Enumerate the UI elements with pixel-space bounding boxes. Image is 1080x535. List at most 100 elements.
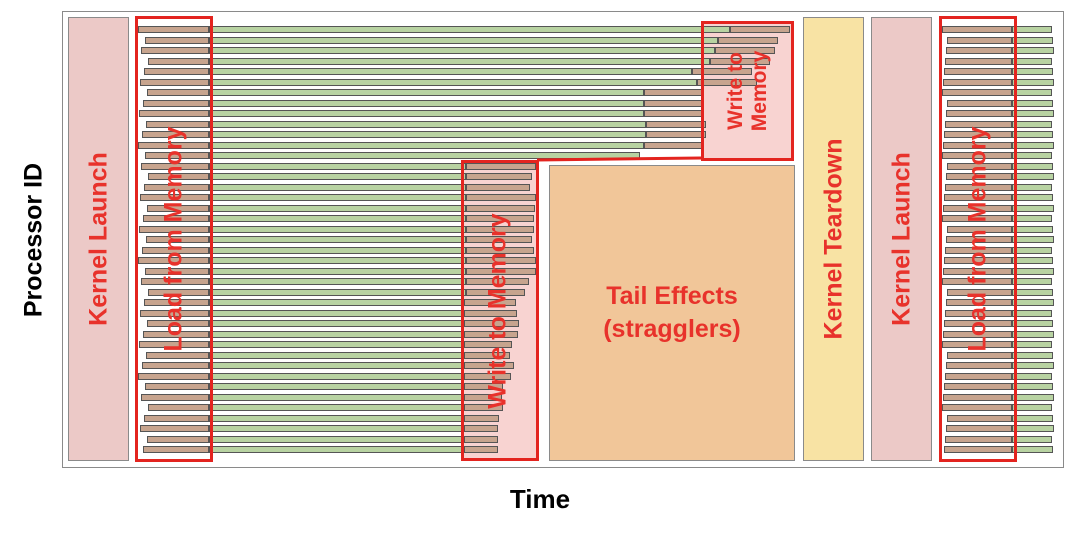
- compute-bar-2: [1012, 184, 1052, 191]
- compute-bar: [209, 89, 644, 96]
- memory-write-bar: [466, 173, 532, 180]
- compute-bar: [209, 100, 644, 107]
- compute-bar: [209, 205, 466, 212]
- memory-load-bar-2: [945, 247, 1012, 254]
- memory-load-bar-2: [945, 310, 1012, 317]
- memory-load-bar-2: [946, 362, 1012, 369]
- memory-load-bar: [146, 121, 209, 128]
- compute-bar-2: [1012, 425, 1054, 432]
- memory-load-bar-2: [946, 173, 1012, 180]
- memory-write-bar: [464, 331, 518, 338]
- compute-bar: [209, 142, 644, 149]
- memory-write-bar: [464, 352, 510, 359]
- compute-bar-2: [1012, 362, 1054, 369]
- memory-load-bar-2: [943, 394, 1012, 401]
- memory-load-bar-2: [947, 289, 1012, 296]
- write-to-memory-upper-bg: [702, 22, 792, 158]
- compute-bar: [209, 184, 466, 191]
- memory-load-bar-2: [944, 68, 1012, 75]
- memory-load-bar: [147, 320, 209, 327]
- compute-bar-2: [1012, 320, 1053, 327]
- compute-bar-2: [1012, 257, 1053, 264]
- memory-write-bar: [466, 278, 529, 285]
- compute-bar: [209, 247, 466, 254]
- compute-bar-2: [1012, 352, 1053, 359]
- memory-load-bar: [143, 331, 209, 338]
- memory-write-bar: [718, 37, 778, 44]
- memory-load-bar-2: [947, 37, 1012, 44]
- compute-bar: [209, 173, 466, 180]
- compute-bar-2: [1012, 79, 1054, 86]
- memory-load-bar: [142, 131, 209, 138]
- memory-write-bar: [692, 68, 752, 75]
- memory-load-bar-2: [945, 184, 1012, 191]
- memory-write-bar: [466, 289, 525, 296]
- memory-load-bar: [139, 226, 209, 233]
- compute-bar-2: [1012, 394, 1054, 401]
- memory-load-bar: [145, 152, 209, 159]
- write-to-memory-box-lower: Write to Memory: [461, 160, 539, 461]
- write-to-memory-box-upper: Write to Memory: [701, 21, 794, 161]
- compute-bar-2: [1012, 436, 1052, 443]
- memory-load-bar-2: [946, 425, 1012, 432]
- memory-load-bar-2: [944, 383, 1012, 390]
- compute-bar-2: [1012, 289, 1053, 296]
- compute-bar: [209, 257, 466, 264]
- compute-bar-2: [1012, 268, 1054, 275]
- memory-load-bar: [146, 352, 209, 359]
- compute-bar-2: [1012, 131, 1053, 138]
- memory-load-bar: [142, 247, 209, 254]
- memory-load-bar-2: [942, 215, 1012, 222]
- memory-write-bar: [466, 215, 534, 222]
- compute-bar: [209, 194, 466, 201]
- compute-bar: [209, 226, 466, 233]
- memory-load-bar-2: [944, 257, 1012, 264]
- compute-bar-2: [1012, 68, 1053, 75]
- memory-load-bar-2: [947, 415, 1012, 422]
- memory-load-bar-2: [943, 205, 1012, 212]
- x-axis-label: Time: [509, 484, 571, 514]
- compute-bar: [209, 121, 646, 128]
- compute-bar: [209, 68, 692, 75]
- memory-load-bar: [145, 268, 209, 275]
- memory-write-bar: [466, 236, 532, 243]
- memory-load-bar: [145, 37, 209, 44]
- compute-bar: [209, 236, 466, 243]
- memory-load-bar-2: [943, 79, 1012, 86]
- memory-load-bar: [148, 289, 209, 296]
- memory-write-bar: [466, 247, 534, 254]
- compute-bar: [209, 268, 466, 275]
- memory-write-bar: [710, 58, 770, 65]
- compute-bar-2: [1012, 247, 1052, 254]
- memory-load-bar-2: [946, 47, 1012, 54]
- memory-write-bar: [646, 131, 706, 138]
- memory-load-bar-2: [942, 152, 1012, 159]
- memory-load-bar: [140, 79, 209, 86]
- compute-bar-2: [1012, 194, 1053, 201]
- compute-bar: [209, 58, 710, 65]
- memory-load-bar-2: [942, 89, 1012, 96]
- compute-bar-2: [1012, 163, 1053, 170]
- tail-effects-block: Tail Effects (stragglers): [549, 165, 795, 461]
- memory-load-bar-2: [943, 331, 1012, 338]
- memory-load-bar: [148, 173, 209, 180]
- tail-effects-line2: (stragglers): [603, 315, 741, 343]
- compute-bar-2: [1012, 446, 1053, 453]
- memory-write-bar: [464, 320, 519, 327]
- compute-bar-2: [1012, 110, 1054, 117]
- memory-load-bar: [140, 310, 209, 317]
- memory-write-bar: [466, 226, 534, 233]
- tail-effects-label: Tail Effects (stragglers): [550, 280, 794, 346]
- memory-load-bar-2: [946, 299, 1012, 306]
- memory-load-bar: [140, 425, 209, 432]
- compute-bar-2: [1012, 100, 1053, 107]
- memory-load-bar: [138, 142, 209, 149]
- compute-bar-2: [1012, 310, 1052, 317]
- memory-write-bar: [464, 415, 499, 422]
- y-axis-label: Processor ID: [19, 162, 48, 318]
- memory-write-bar: [464, 404, 503, 411]
- memory-load-bar-2: [945, 58, 1012, 65]
- compute-bar-2: [1012, 226, 1053, 233]
- kernel-teardown-block: Kernel Teardown: [803, 17, 864, 461]
